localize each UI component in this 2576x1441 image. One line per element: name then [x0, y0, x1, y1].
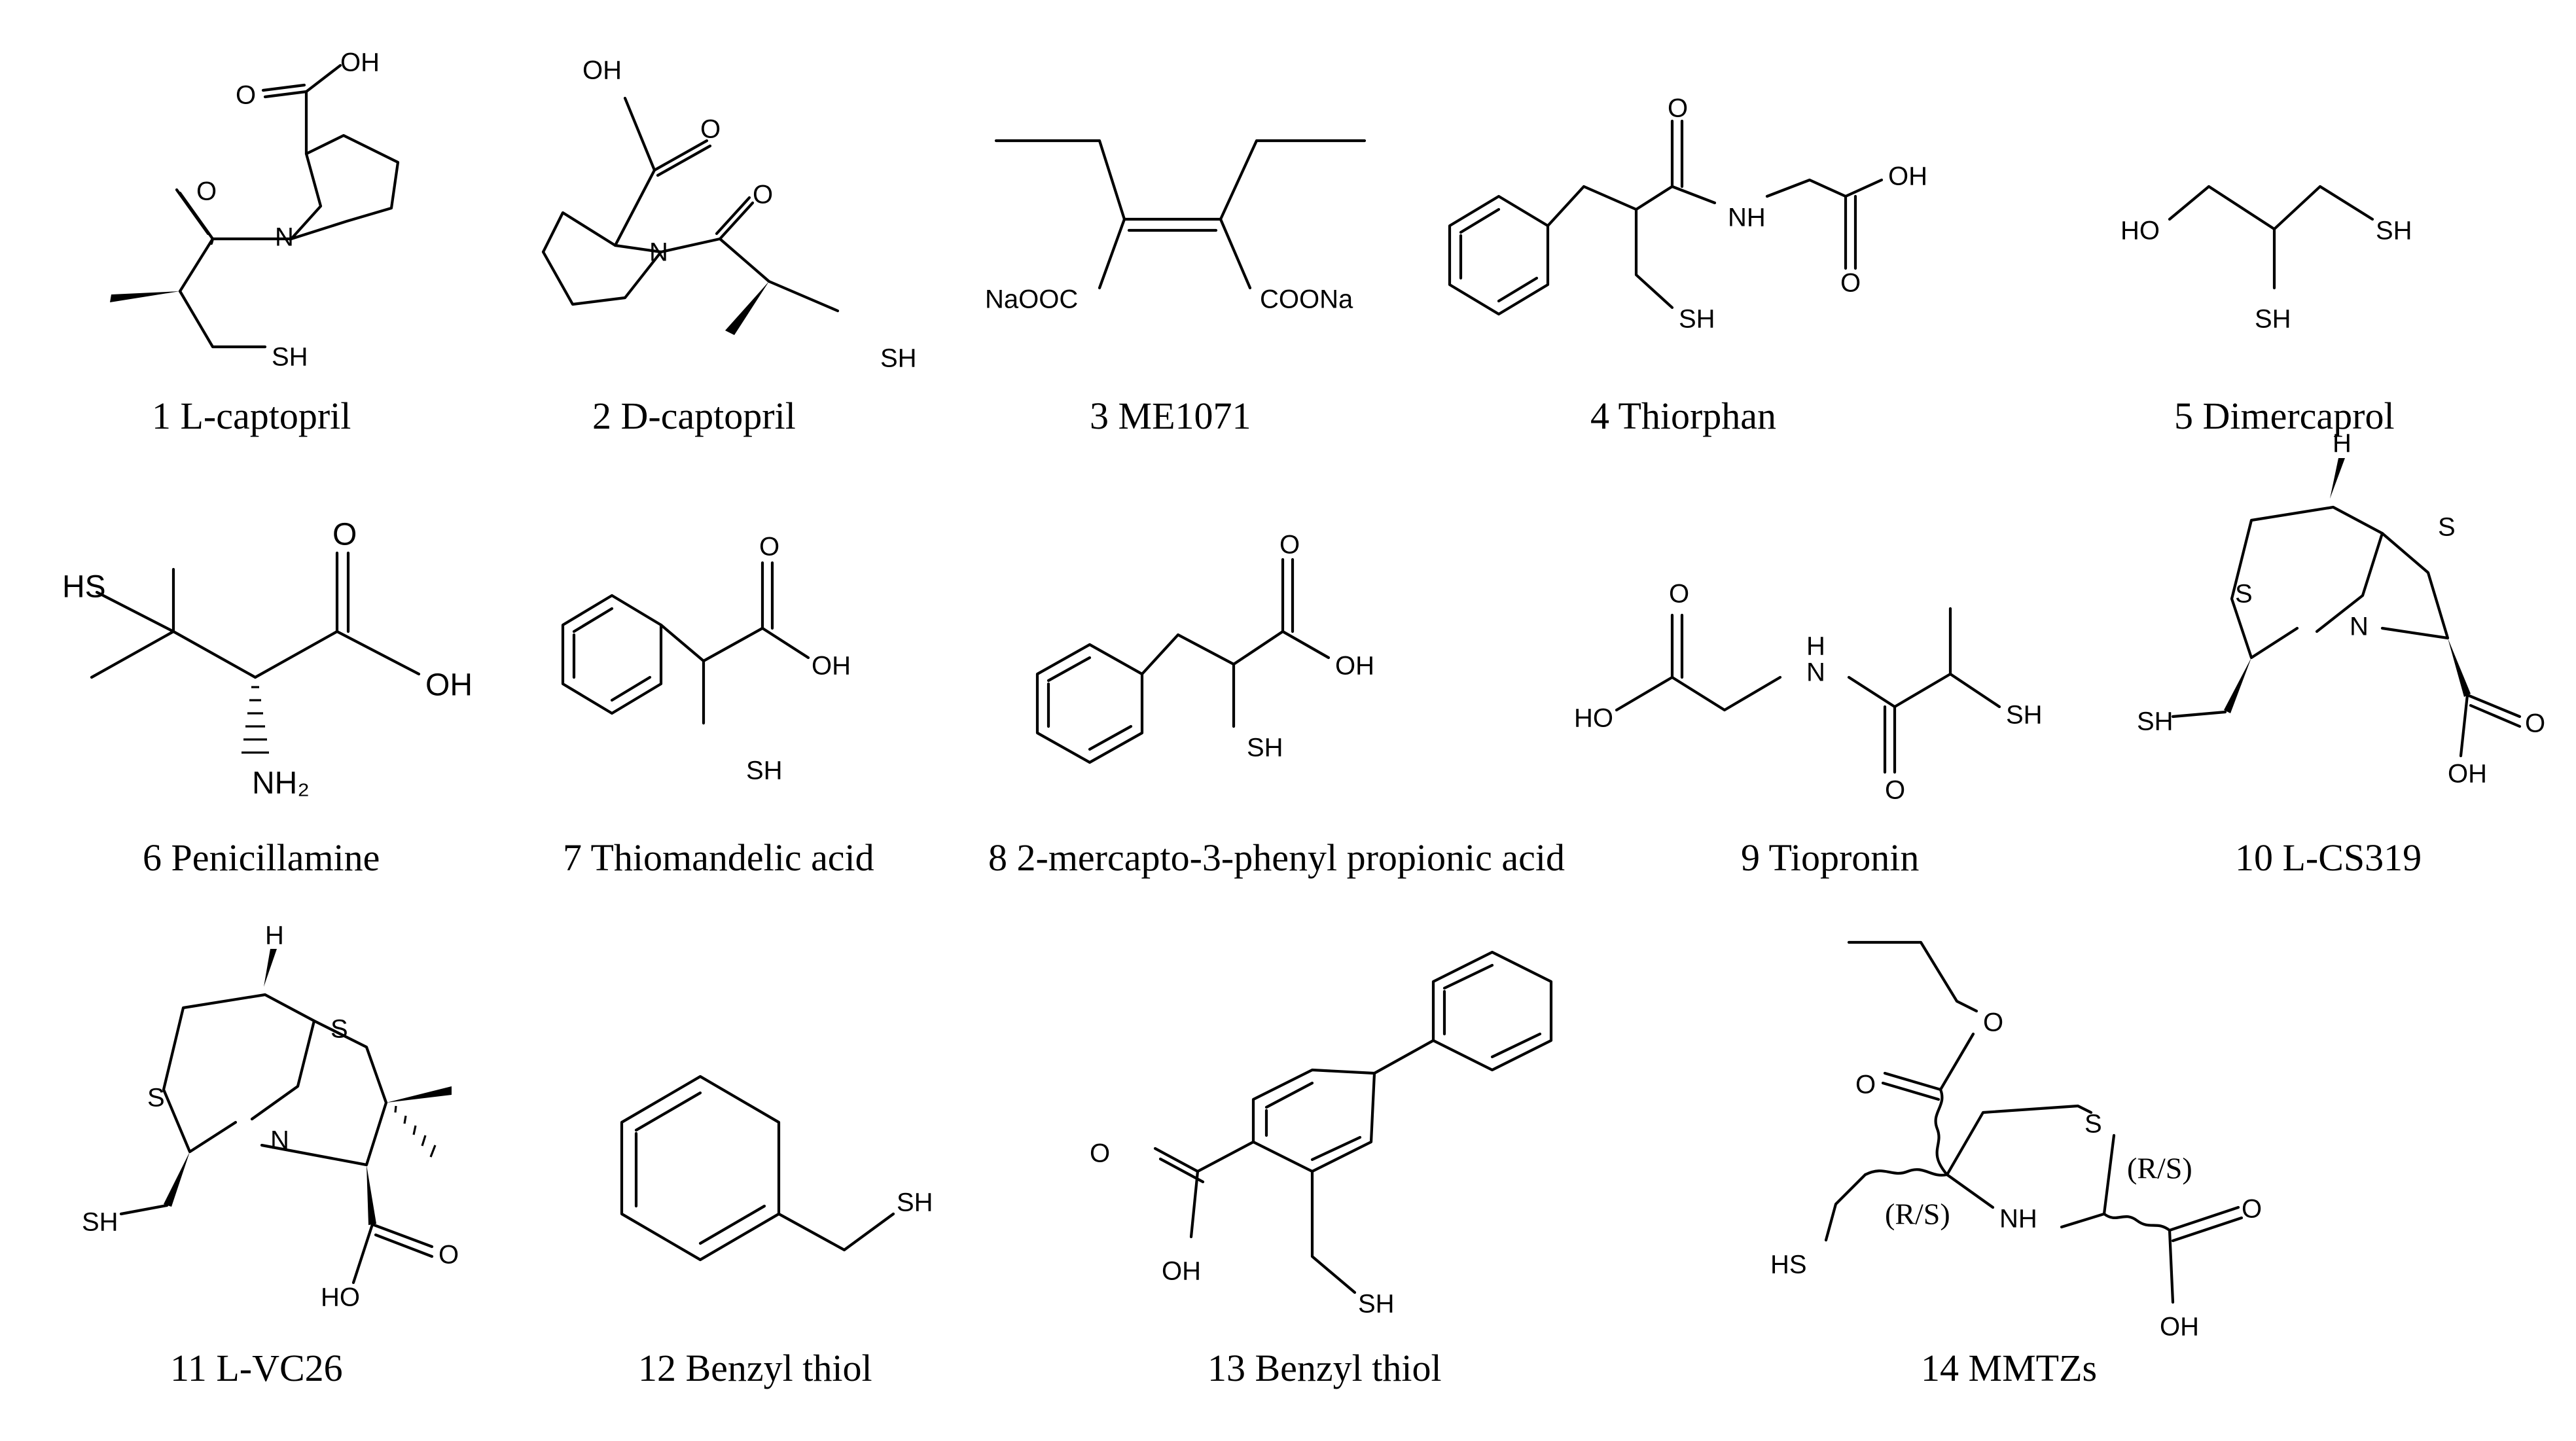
caption-13: 13 Benzyl thiol: [1208, 1347, 1442, 1389]
atom-label: O: [1090, 1139, 1110, 1168]
stereo-label: (R/S): [1885, 1198, 1950, 1231]
atom-label: O: [1885, 776, 1905, 805]
caption-7: 7 Thiomandelic acid: [563, 836, 874, 879]
atom-label: N: [2350, 613, 2369, 641]
atom-label: OH: [582, 56, 622, 85]
atom-label: NaOOC: [985, 285, 1078, 314]
atom-label: OH: [2448, 760, 2487, 789]
atom-label: O: [1669, 580, 1689, 609]
atom-label: NH₂: [252, 766, 310, 801]
atom-label: O: [236, 81, 256, 110]
structure-8-mercapto-phenyl-propionic-acid: O OH SH 8 2-mercapto-3-phenyl propionic …: [988, 531, 1565, 879]
caption-12: 12 Benzyl thiol: [638, 1347, 872, 1389]
atom-label: HS: [62, 570, 106, 605]
atom-label: COONa: [1260, 285, 1353, 314]
structure-12-benzyl-thiol: SH 12 Benzyl thiol: [620, 1075, 933, 1389]
stereo-label: (R/S): [2127, 1152, 2192, 1185]
atom-label: N: [275, 223, 294, 252]
atom-label: OH: [425, 668, 473, 703]
caption-8: 8 2-mercapto-3-phenyl propionic acid: [988, 836, 1565, 879]
caption-11: 11 L-VC26: [170, 1347, 343, 1389]
atom-label: NH: [1999, 1205, 2037, 1234]
atom-label: H: [265, 921, 284, 950]
atom-label: S: [2235, 580, 2253, 609]
caption-4: 4 Thiorphan: [1590, 395, 1776, 437]
atom-label: H: [1806, 632, 1825, 661]
atom-label: O: [332, 518, 357, 552]
atom-label: NH: [1728, 204, 1766, 232]
structure-5-dimercaprol: HO SH SH 5 Dimercaprol: [2120, 185, 2412, 437]
atom-label: N: [1806, 658, 1825, 687]
atom-label: S: [2438, 513, 2456, 542]
caption-2: 2 D-captopril: [592, 395, 796, 437]
atom-label: O: [1279, 531, 1300, 560]
atom-label: OH: [340, 48, 380, 77]
caption-9: 9 Tiopronin: [1741, 836, 1919, 879]
atom-label: O: [196, 177, 217, 206]
caption-1: 1 L-captopril: [152, 395, 351, 437]
atom-label: O: [1983, 1008, 2003, 1037]
atom-label: HO: [1574, 704, 1613, 733]
atom-label: OH: [2160, 1313, 2199, 1342]
atom-label: N: [649, 238, 668, 267]
atom-label: SH: [2376, 217, 2412, 245]
atom-label: SH: [880, 344, 917, 373]
atom-label: HS: [1770, 1251, 1807, 1279]
atom-label: OH: [1888, 162, 1927, 191]
atom-label: OH: [1162, 1257, 1201, 1286]
caption-10: 10 L-CS319: [2235, 836, 2422, 879]
atom-label: SH: [897, 1188, 933, 1217]
atom-label: O: [1840, 269, 1861, 298]
atom-label: O: [753, 181, 773, 209]
structure-4-thiorphan: O NH O OH SH 4 Thiorphan: [1448, 94, 1927, 437]
atom-label: HO: [2120, 217, 2160, 245]
caption-3: 3 ME1071: [1090, 395, 1251, 437]
atom-label: SH: [746, 756, 783, 785]
atom-label: O: [700, 115, 721, 144]
atom-label: SH: [82, 1208, 118, 1237]
atom-label: OH: [1335, 652, 1374, 681]
caption-6: 6 Penicillamine: [143, 836, 380, 879]
structure-11-l-vc26: H S S N SH O HO 11 L-VC26: [82, 921, 459, 1389]
structure-14-mmtzs: O O S NH HS O OH (R/S) (R/S) 14 MMTZs: [1770, 940, 2262, 1389]
caption-14: 14 MMTZs: [1921, 1347, 2097, 1389]
caption-5: 5 Dimercaprol: [2174, 395, 2395, 437]
atom-label: O: [2525, 709, 2545, 738]
atom-label: SH: [1247, 734, 1283, 762]
atom-label: O: [2242, 1195, 2262, 1224]
atom-label: HO: [321, 1283, 360, 1312]
atom-label: O: [1855, 1071, 1876, 1099]
structure-7-thiomandelic-acid: O OH SH 7 Thiomandelic acid: [561, 533, 874, 879]
atom-label: O: [438, 1241, 459, 1270]
structure-2-d-captopril: OH O N O SH 2 D-captopril: [541, 56, 917, 437]
atom-label: SH: [2137, 707, 2174, 736]
structure-6-penicillamine: HS O OH NH₂ 6 Penicillamine: [62, 518, 473, 879]
atom-label: SH: [1679, 305, 1715, 334]
atom-label: SH: [2255, 305, 2291, 334]
atom-label: SH: [1358, 1290, 1395, 1319]
atom-label: S: [331, 1015, 348, 1044]
atom-label: H: [2333, 429, 2352, 458]
atom-label: OH: [812, 652, 851, 681]
atom-label: O: [1668, 94, 1688, 123]
structure-9-tiopronin: O HO H N O SH 9 Tiopronin: [1574, 580, 2043, 879]
structure-13-benzyl-thiol: O OH SH 13 Benzyl thiol: [1090, 950, 1553, 1389]
atom-label: SH: [2006, 701, 2043, 730]
structure-3-me1071: NaOOC COONa 3 ME1071: [985, 139, 1367, 437]
structure-10-l-cs319: H S S N SH O OH 10 L-CS319: [2137, 429, 2545, 879]
atom-label: N: [270, 1126, 289, 1155]
atom-label: S: [2084, 1110, 2102, 1139]
structure-1-l-captopril: O N O OH SH 1 L-captopril: [110, 48, 400, 437]
atom-label: O: [759, 533, 779, 561]
atom-label: S: [147, 1084, 165, 1112]
atom-label: SH: [272, 343, 308, 372]
